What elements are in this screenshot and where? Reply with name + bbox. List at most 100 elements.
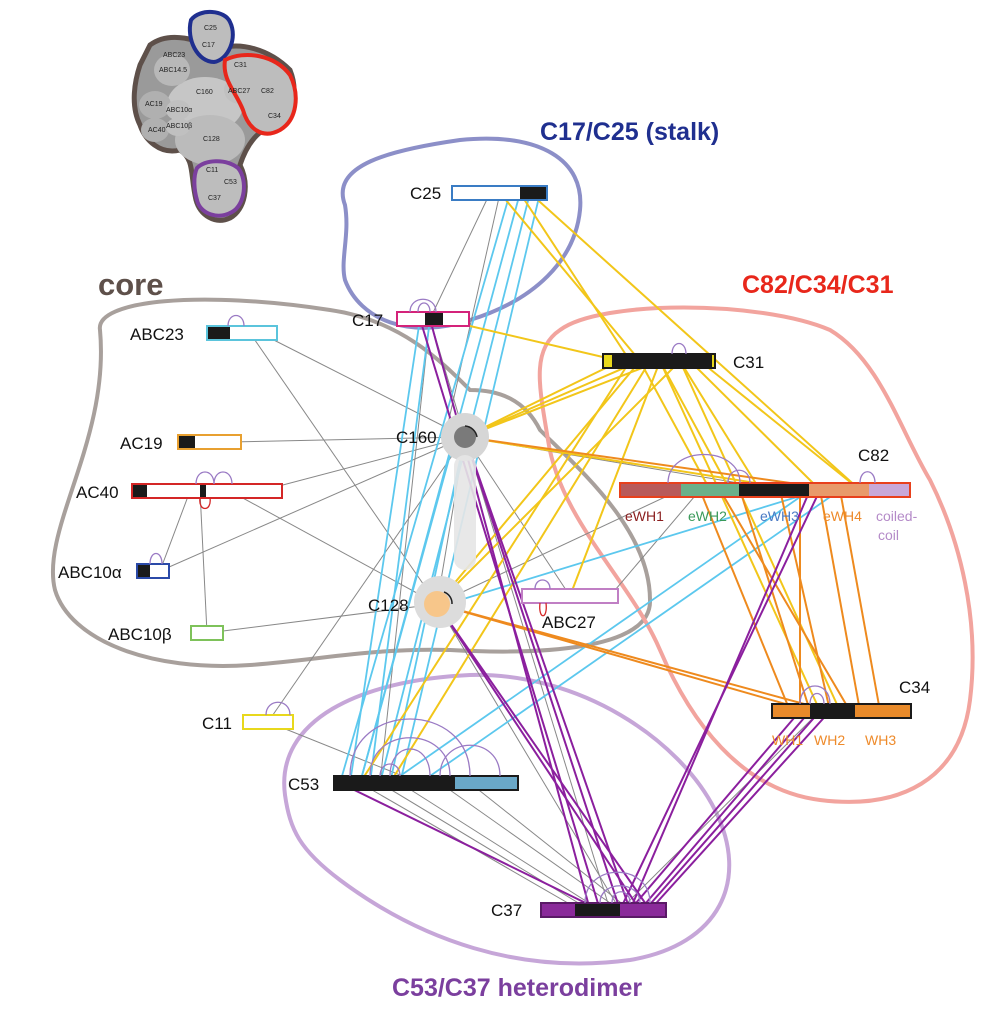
crosslink-c37 bbox=[436, 603, 641, 911]
crosslink-stalk bbox=[446, 489, 821, 605]
thumb-label: C160 bbox=[196, 89, 213, 96]
crosslink-c31 bbox=[519, 192, 631, 362]
crosslink-c34 bbox=[719, 489, 851, 712]
thumb-label: C53 bbox=[224, 179, 237, 186]
self-loop bbox=[265, 701, 291, 716]
self-loop bbox=[409, 298, 437, 313]
self-loop bbox=[599, 885, 641, 904]
c37-label: C37 bbox=[491, 901, 522, 920]
ac40-bar bbox=[131, 483, 283, 499]
crosslink-c34 bbox=[819, 489, 861, 712]
group-outlines bbox=[50, 136, 975, 966]
crosslink-gray bbox=[159, 436, 466, 572]
crosslink-c31 bbox=[529, 192, 861, 491]
crosslink-c31 bbox=[464, 360, 621, 438]
c82-domain-label: coiled- bbox=[876, 508, 918, 524]
c128-label: C128 bbox=[368, 596, 409, 615]
stalk-group-title: C17/C25 (stalk) bbox=[540, 118, 719, 146]
c82-domain-ewh1 bbox=[621, 484, 681, 496]
abc23-label: ABC23 bbox=[130, 325, 184, 344]
crosslink-c31 bbox=[569, 360, 661, 597]
c34-domain-label: WH2 bbox=[814, 732, 845, 748]
c82-domain-coiled-coil bbox=[869, 484, 909, 496]
crosslink-gray bbox=[436, 603, 621, 911]
thumb-label: C17 bbox=[202, 42, 215, 49]
crosslink-c37 bbox=[339, 782, 601, 911]
crosslink-c37 bbox=[629, 710, 801, 911]
abc10a-bar-fill bbox=[138, 565, 150, 577]
self-loop bbox=[439, 744, 501, 777]
crosslink-gray bbox=[259, 332, 466, 438]
c82-domain-ewh4 bbox=[809, 484, 869, 496]
abc10b-bar bbox=[190, 625, 224, 641]
thumb-label: C37 bbox=[208, 195, 221, 202]
crosslink-gray bbox=[464, 436, 611, 911]
self-loop bbox=[227, 314, 245, 327]
self-loop bbox=[369, 737, 451, 777]
thumb-label: C128 bbox=[203, 136, 220, 143]
crosslink-c31 bbox=[679, 360, 761, 491]
c128-node bbox=[424, 591, 450, 617]
c82-domain-label: coil bbox=[878, 527, 899, 543]
crosslink-gray bbox=[429, 192, 491, 320]
c53-bar-fill bbox=[335, 777, 455, 789]
crosslink-c31 bbox=[436, 360, 681, 605]
crosslink-stalk bbox=[369, 318, 431, 784]
heterodimer-group-title: C53/C37 heterodimer bbox=[392, 974, 642, 1002]
thumb-abc10a bbox=[166, 100, 190, 120]
crosslink-c31 bbox=[464, 360, 641, 438]
ac40-bar-fill bbox=[133, 485, 147, 497]
crosslink-stalk bbox=[389, 489, 811, 784]
c37-bar-fill bbox=[575, 904, 620, 916]
self-loop bbox=[809, 692, 825, 705]
crosslink-gray bbox=[267, 436, 466, 723]
c82-c34-c31-outline bbox=[537, 305, 975, 804]
crosslink-c31 bbox=[689, 360, 821, 491]
c82-domain-label: eWH2 bbox=[688, 508, 727, 524]
ac40-label: AC40 bbox=[76, 483, 119, 502]
self-loop bbox=[799, 685, 831, 705]
crosslink-gray bbox=[267, 721, 421, 784]
crosslink-c37 bbox=[649, 710, 831, 911]
c34-domain-label: WH3 bbox=[865, 732, 896, 748]
self-loop bbox=[584, 871, 651, 904]
thumb-label: ABC14.5 bbox=[159, 67, 187, 74]
c31-bar-fill bbox=[612, 355, 712, 367]
crosslink-gray bbox=[439, 782, 621, 911]
crosslink-c34 bbox=[839, 489, 881, 712]
crosslink-c34 bbox=[436, 603, 831, 712]
c34-bar-fill bbox=[810, 705, 855, 717]
self-loop bbox=[199, 497, 211, 510]
thumb-label: C31 bbox=[234, 62, 247, 69]
self-loop bbox=[727, 469, 751, 484]
c82-domain-label: eWH3 bbox=[760, 508, 799, 524]
c82-c34-c31-group-title: C82/C34/C31 bbox=[742, 271, 894, 299]
c25-label: C25 bbox=[410, 184, 441, 203]
core-outline bbox=[50, 297, 653, 668]
crosslink-gray bbox=[199, 490, 208, 634]
crosslink-stalk bbox=[339, 192, 511, 784]
thumb-label: C11 bbox=[206, 167, 218, 174]
ac40-bar-fill bbox=[200, 485, 206, 497]
thumb-label: C34 bbox=[268, 113, 281, 120]
crosslink-gray bbox=[444, 192, 501, 438]
self-loop bbox=[379, 763, 401, 777]
self-loop bbox=[539, 602, 547, 617]
thumb-label: C82 bbox=[261, 88, 274, 95]
c82-label: C82 bbox=[858, 446, 889, 465]
c160-label: C160 bbox=[396, 428, 437, 447]
thumb-ac40 bbox=[141, 118, 169, 142]
crosslink-c31 bbox=[659, 360, 821, 712]
crosslink-c31 bbox=[699, 360, 861, 491]
self-loop bbox=[149, 552, 163, 565]
crosslink-gray bbox=[436, 489, 681, 605]
crosslink-c37 bbox=[639, 710, 811, 911]
c82-domain-label: eWH1 bbox=[625, 508, 664, 524]
crosslink-gray bbox=[229, 436, 466, 443]
crosslink-c31 bbox=[389, 360, 651, 784]
crosslink-c34 bbox=[739, 489, 811, 712]
core-group-title: core bbox=[98, 267, 163, 302]
c11-bar bbox=[242, 714, 294, 730]
crosslink-gray bbox=[464, 436, 571, 597]
